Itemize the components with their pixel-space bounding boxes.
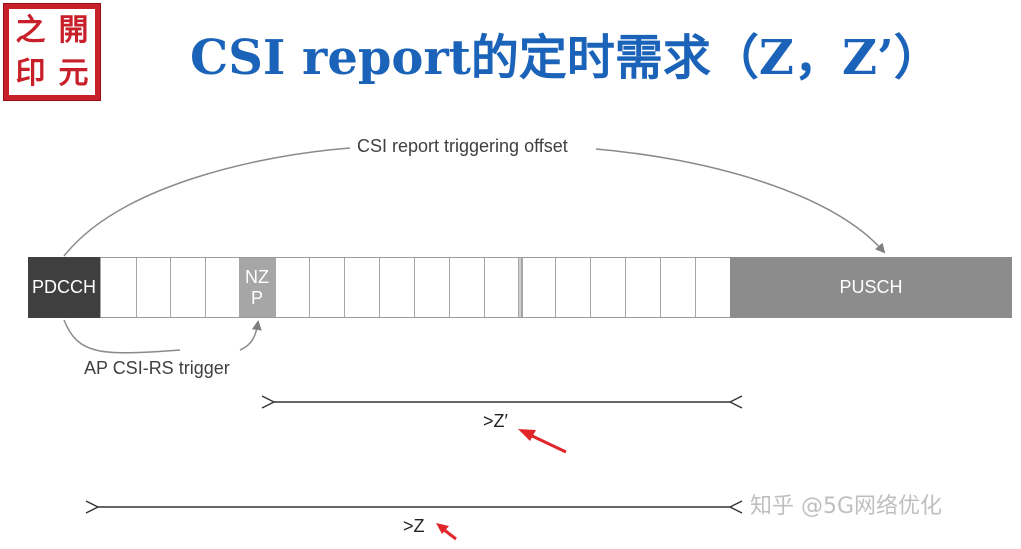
symbol-slot (100, 258, 136, 317)
trigger-arc (239, 320, 262, 351)
triggering-offset-arc (63, 147, 351, 257)
symbol-slot (170, 258, 205, 317)
logo-char: 之 (15, 12, 46, 48)
nzp-csi-rs-block: NZ P (239, 258, 275, 317)
pdcch-block: PDCCH (28, 257, 100, 318)
trigger-arc (63, 319, 181, 354)
symbol-slot (484, 258, 518, 317)
symbol-slot (625, 258, 660, 317)
z-prime-label: >Z′ (483, 411, 508, 431)
red-pointer-arrow (527, 432, 567, 454)
triggering-offset-label: CSI report triggering offset (357, 136, 568, 156)
symbol-slot (449, 258, 484, 317)
trigger-label: AP CSI-RS trigger (84, 358, 230, 378)
symbol-slot (695, 258, 730, 317)
z-label: >Z (403, 516, 425, 536)
logo-char: 開 (58, 12, 89, 48)
symbol-slot (309, 258, 344, 317)
watermark: 知乎 @5G网络优化 (750, 494, 943, 519)
symbol-slot (522, 258, 555, 317)
symbol-slot (344, 258, 379, 317)
symbol-slot (275, 258, 309, 317)
red-pointer-arrow (442, 527, 457, 541)
symbol-slot (379, 258, 414, 317)
symbol-slot (555, 258, 590, 317)
logo-stamp: 之 開 印 元 (9, 9, 95, 95)
page-title: CSI report的定时需求（Z，Z’） (190, 30, 942, 86)
logo-char: 元 (58, 55, 89, 91)
triggering-offset-arc (595, 148, 886, 254)
symbol-slot (590, 258, 625, 317)
logo-char: 印 (15, 55, 46, 91)
symbol-slot (205, 258, 239, 317)
red-pointer-arrowhead (436, 523, 449, 534)
symbol-slot (136, 258, 170, 317)
red-pointer-arrowhead (518, 429, 536, 441)
slot-boundary (518, 258, 522, 317)
pusch-block: PUSCH (730, 257, 1012, 318)
symbol-slot (660, 258, 695, 317)
symbol-slot (414, 258, 449, 317)
logo: 之 開 印 元 (3, 3, 101, 101)
